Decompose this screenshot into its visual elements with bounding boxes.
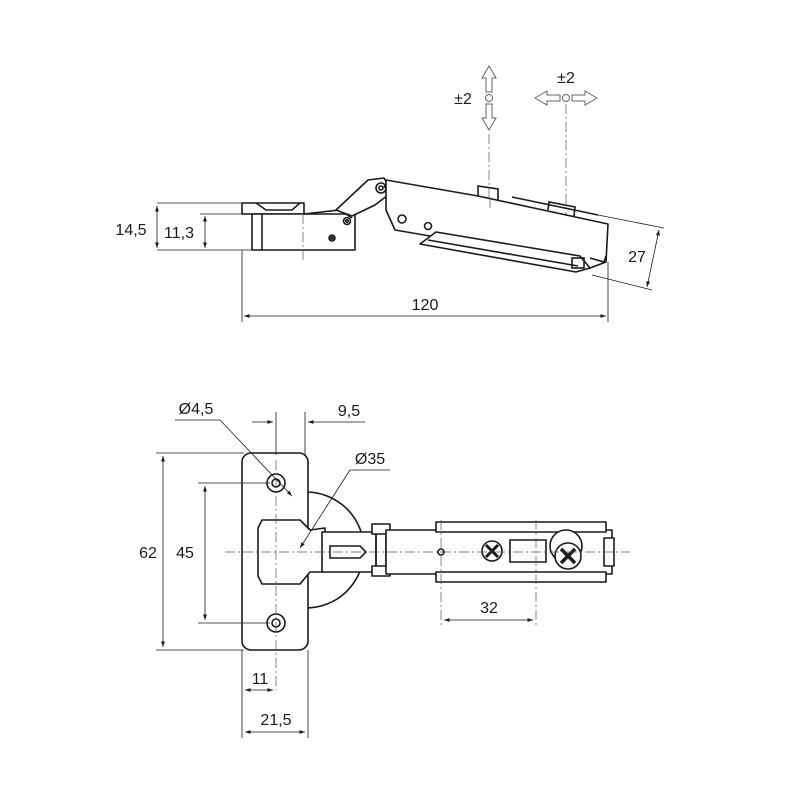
dim-plate-width: 21,5 xyxy=(260,712,291,729)
horizontal-adjust-icon xyxy=(534,90,598,225)
vertical-adjust-icon xyxy=(481,65,497,200)
front-screw-icon xyxy=(481,540,503,562)
dim-plate-height: 11,3 xyxy=(164,225,194,242)
dim-hole-offset: 9,5 xyxy=(338,403,360,420)
front-view: Ø4,5 9,5 Ø35 62 45 32 11 21,5 xyxy=(139,401,630,738)
dim-hole-diameter: Ø4,5 xyxy=(179,401,214,418)
dim-arm-spacing: 32 xyxy=(480,600,498,617)
dim-hole-to-edge: 11 xyxy=(252,671,269,688)
side-mounting-plate xyxy=(241,202,356,260)
side-arm xyxy=(385,179,609,273)
dim-total-height: 14,5 xyxy=(115,222,146,239)
dim-angled-height: 27 xyxy=(628,249,646,266)
rear-screw-icon xyxy=(549,529,583,570)
dim-overall-length: 120 xyxy=(412,297,439,314)
dim-cup-diameter: Ø35 xyxy=(355,451,385,468)
side-dimensions xyxy=(155,202,665,322)
vertical-adjust-label: ±2 xyxy=(454,91,472,108)
front-linkage xyxy=(321,523,391,577)
dim-plate-length: 62 xyxy=(139,545,157,562)
horizontal-adjust-label: ±2 xyxy=(557,70,575,87)
front-mounting-plate xyxy=(241,452,326,651)
side-view: ±2 ±2 xyxy=(115,65,665,322)
front-dimensions xyxy=(156,412,533,738)
dim-hole-spacing: 45 xyxy=(176,545,194,562)
